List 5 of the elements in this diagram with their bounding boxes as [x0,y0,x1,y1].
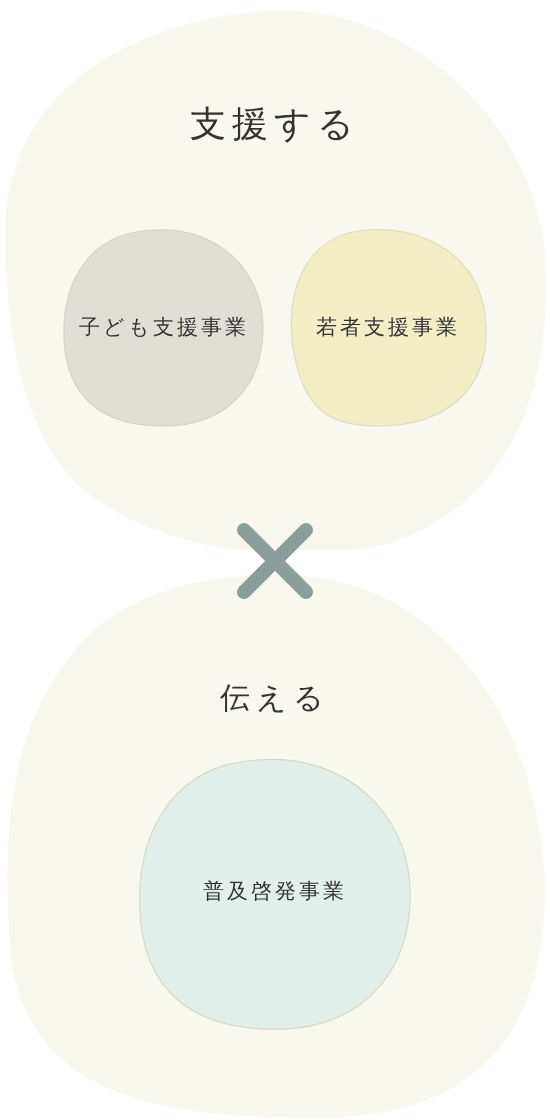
node-label: 普及啓発事業 [202,878,348,905]
group-heading: 支援する [189,102,361,146]
group-heading: 伝える [219,679,331,717]
node-label: 若者支援事業 [314,314,461,341]
node-label: 子ども支援事業 [77,314,250,341]
